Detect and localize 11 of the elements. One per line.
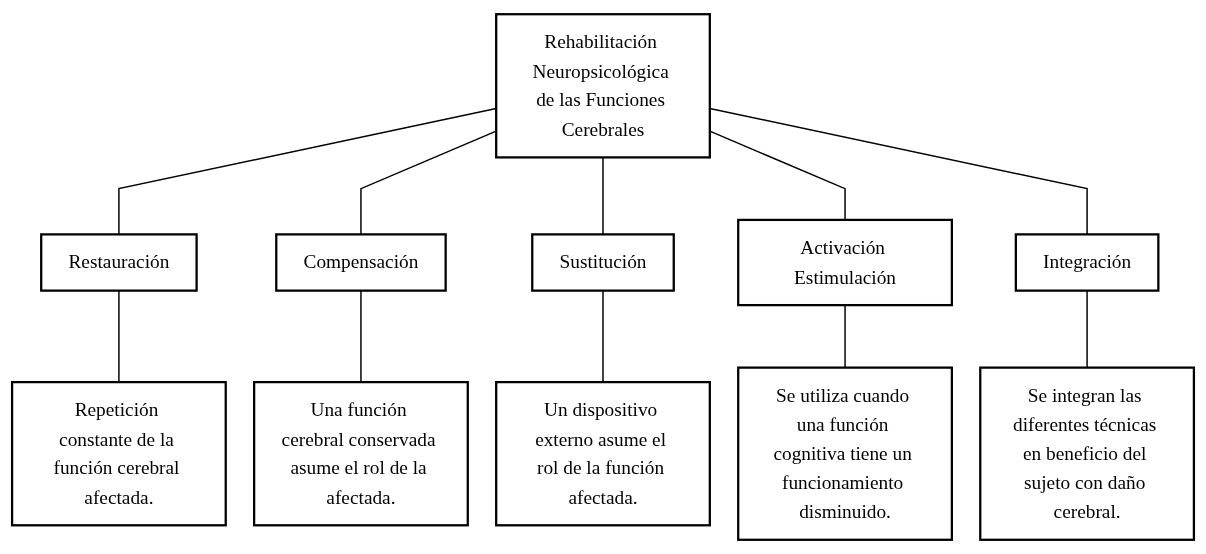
node-box: Restauración bbox=[40, 233, 198, 292]
node-box: Repetición constante de la función cerebral afectada. bbox=[10, 380, 227, 527]
node-box: Rehabilitación Neuropsicológica de las Funciones Cerebrales bbox=[495, 13, 711, 159]
node-box: Un dispositivo externo asume el rol de la función afectada. bbox=[495, 380, 711, 527]
node-box: Activación Estimulación bbox=[737, 218, 953, 307]
node-box: Una función cerebral conservada asume el rol de la afectada. bbox=[253, 380, 469, 527]
node-box: Se integran las diferentes técnicas en beneficio del sujeto con daño cerebral. bbox=[979, 366, 1196, 541]
node-box: Integración bbox=[1014, 233, 1160, 292]
node-box: Sustitución bbox=[531, 233, 675, 292]
node-box: Compensación bbox=[275, 233, 447, 292]
node-box: Se utiliza cuando una función cognitiva tiene un funcionamiento disminuido. bbox=[737, 366, 953, 541]
